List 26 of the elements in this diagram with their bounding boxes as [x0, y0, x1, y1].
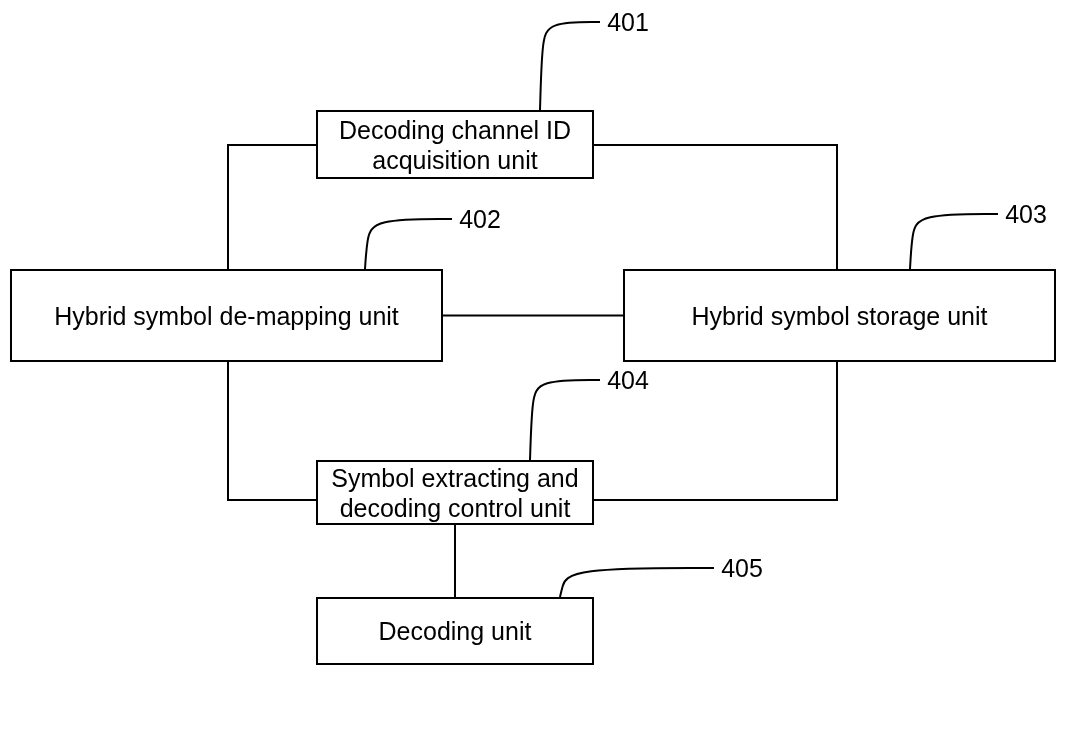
connector-line	[593, 361, 838, 501]
connector-line	[227, 144, 317, 270]
callout-number: 404	[607, 365, 649, 395]
unit-label: Decoding unit	[378, 616, 532, 646]
callout-number: 401	[607, 7, 649, 37]
unit-label: Symbol extracting and decoding control unit	[330, 462, 580, 523]
leader-line	[529, 379, 601, 461]
callout-number: 405	[721, 553, 763, 583]
leader-line	[364, 218, 453, 270]
unit-label: Decoding channel ID acquisition unit	[337, 114, 573, 175]
leader-line	[909, 213, 999, 270]
leader-line	[559, 567, 715, 598]
connector-line	[227, 361, 317, 501]
connector-line	[593, 144, 838, 270]
unit-box	[316, 597, 594, 665]
unit-box	[316, 110, 594, 179]
unit-label: Hybrid symbol de-mapping unit	[54, 300, 399, 331]
connector-line	[442, 314, 624, 317]
unit-box	[316, 460, 594, 525]
callout-number: 402	[459, 204, 501, 234]
callout-number: 403	[1005, 199, 1047, 229]
unit-box	[10, 269, 443, 362]
unit-box	[623, 269, 1056, 362]
leader-line	[539, 21, 601, 111]
unit-label: Hybrid symbol storage unit	[691, 300, 988, 331]
connector-line	[454, 524, 456, 598]
